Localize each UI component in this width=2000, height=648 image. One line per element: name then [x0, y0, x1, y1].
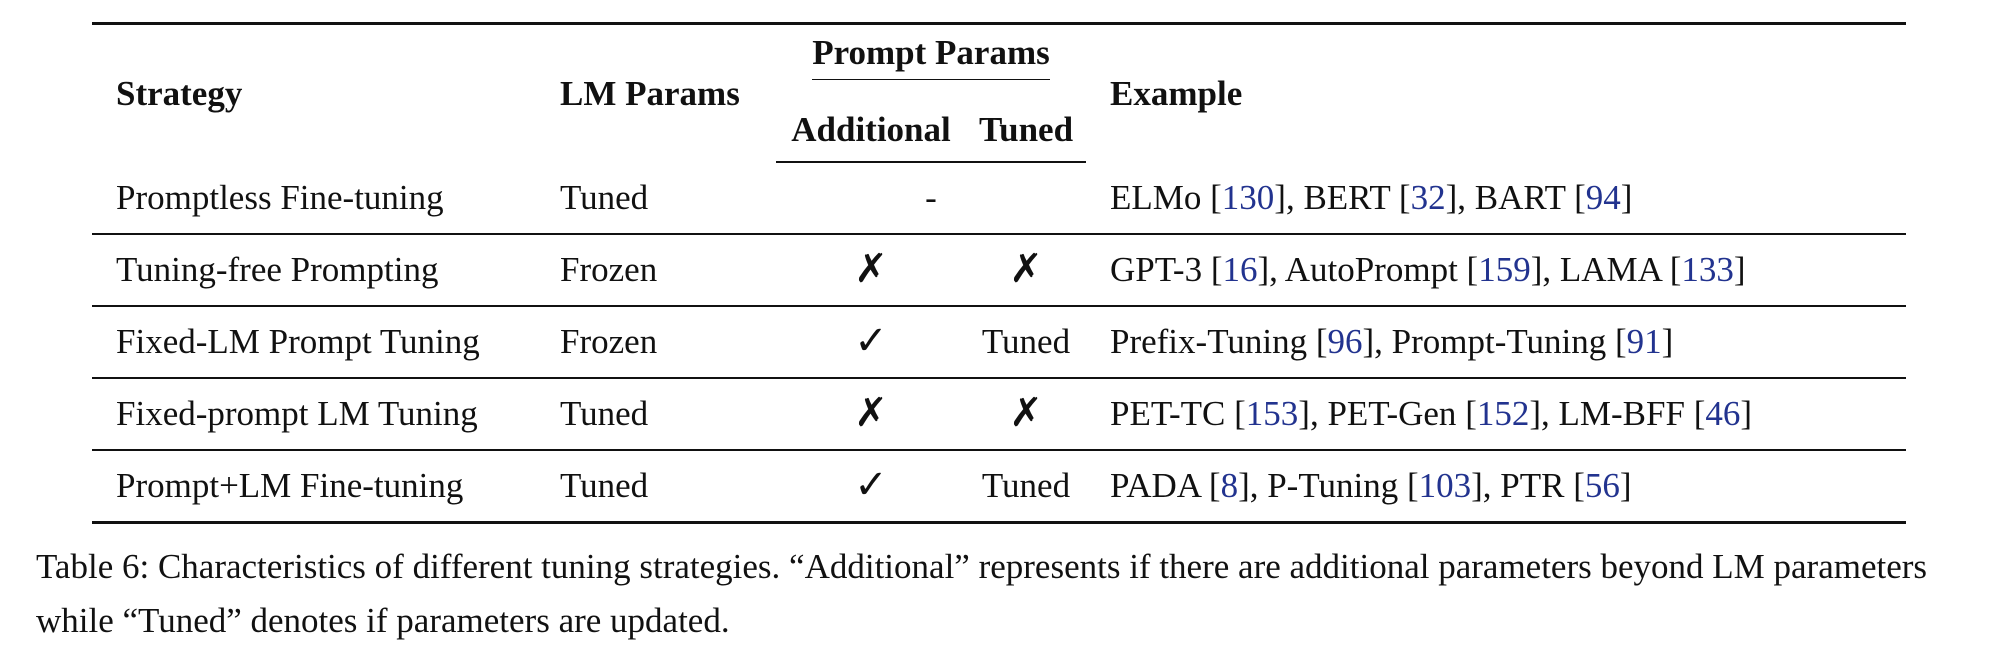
tuning-strategies-table-container: Strategy LM Params Prompt Params Example… — [92, 22, 1906, 524]
example-name: PET-TC — [1110, 394, 1226, 433]
citation-link[interactable]: 32 — [1410, 177, 1446, 217]
cell-prompt-params-merged: - — [776, 162, 1086, 235]
cell-example: Prefix-Tuning [96], Prompt-Tuning [91] — [1086, 306, 1906, 379]
cell-example: ELMo [130], BERT [32], BART [94] — [1086, 162, 1906, 235]
cross-mark-icon: ✗ — [854, 390, 888, 436]
citation-link[interactable]: 103 — [1418, 466, 1472, 505]
cell-example: PADA [8], P-Tuning [103], PTR [56] — [1086, 450, 1906, 524]
example-name: LAMA — [1559, 250, 1661, 289]
cell-tuned: ✗ — [966, 234, 1086, 307]
header-tuned: Tuned — [966, 93, 1086, 163]
cell-strategy: Tuning-free Prompting — [92, 234, 536, 307]
cell-lm-params: Tuned — [536, 162, 776, 235]
example-name: PTR — [1500, 466, 1565, 505]
cell-lm-params: Tuned — [536, 450, 776, 524]
example-name: Prefix-Tuning — [1110, 322, 1308, 361]
citation-link[interactable]: 56 — [1584, 466, 1620, 505]
citation-link[interactable]: 8 — [1220, 466, 1239, 505]
caption-text: Characteristics of different tuning stra… — [36, 547, 1928, 640]
check-mark-icon: ✓ — [854, 318, 888, 364]
example-name: AutoPrompt — [1284, 250, 1458, 289]
cell-strategy: Fixed-LM Prompt Tuning — [92, 306, 536, 379]
cell-tuned: ✗ — [966, 378, 1086, 451]
citation-link[interactable]: 16 — [1222, 250, 1258, 289]
cell-lm-params: Frozen — [536, 306, 776, 379]
header-prompt-params: Prompt Params — [812, 33, 1050, 80]
cell-example: PET-TC [153], PET-Gen [152], LM-BFF [46] — [1086, 378, 1906, 451]
header-strategy: Strategy — [92, 22, 536, 162]
check-mark-icon: ✓ — [854, 462, 888, 508]
citation-link[interactable]: 94 — [1585, 177, 1621, 217]
cell-lm-params: Tuned — [536, 378, 776, 451]
header-example: Example — [1086, 22, 1906, 162]
citation-link[interactable]: 152 — [1476, 394, 1530, 433]
example-name: GPT-3 — [1110, 250, 1203, 289]
cross-mark-icon: ✗ — [1009, 390, 1043, 436]
cell-additional: ✗ — [776, 378, 966, 451]
header-lm-params: LM Params — [536, 22, 776, 162]
table-caption: Table 6: Characteristics of different tu… — [36, 540, 1976, 648]
cell-strategy: Promptless Fine-tuning — [92, 162, 536, 235]
example-name: BART — [1474, 177, 1566, 217]
table-header: Strategy LM Params Prompt Params Example… — [92, 22, 1906, 163]
cross-mark-icon: ✗ — [1009, 246, 1043, 292]
cell-tuned: Tuned — [966, 450, 1086, 524]
citation-link[interactable]: 159 — [1478, 250, 1531, 289]
citation-link[interactable]: 91 — [1626, 322, 1662, 361]
cell-lm-params: Frozen — [536, 234, 776, 307]
example-name: PET-Gen — [1327, 394, 1457, 433]
citation-link[interactable]: 130 — [1221, 177, 1275, 217]
citation-link[interactable]: 96 — [1327, 322, 1363, 361]
header-prompt-params-group: Prompt Params — [776, 22, 1086, 93]
cell-additional: ✓ — [776, 306, 966, 379]
citation-link[interactable]: 46 — [1705, 394, 1741, 433]
cell-strategy: Prompt+LM Fine-tuning — [92, 450, 536, 524]
example-name: Prompt-Tuning — [1391, 322, 1607, 361]
citation-link[interactable]: 153 — [1245, 394, 1299, 433]
example-name: P-Tuning — [1267, 466, 1399, 505]
tuning-strategies-table: Strategy LM Params Prompt Params Example… — [92, 22, 1906, 524]
cell-example: GPT-3 [16], AutoPrompt [159], LAMA [133] — [1086, 234, 1906, 307]
example-name: BERT — [1303, 177, 1391, 217]
cell-additional: ✓ — [776, 450, 966, 524]
citation-link[interactable]: 133 — [1681, 250, 1734, 289]
example-name: ELMo — [1110, 177, 1202, 217]
cell-additional: ✗ — [776, 234, 966, 307]
cell-tuned: Tuned — [966, 306, 1086, 379]
example-name: PADA — [1110, 466, 1201, 505]
cell-strategy: Fixed-prompt LM Tuning — [92, 378, 536, 451]
example-name: LM-BFF — [1558, 394, 1685, 433]
caption-label: Table 6: — [36, 547, 150, 586]
cross-mark-icon: ✗ — [854, 246, 888, 292]
header-additional: Additional — [776, 93, 966, 163]
